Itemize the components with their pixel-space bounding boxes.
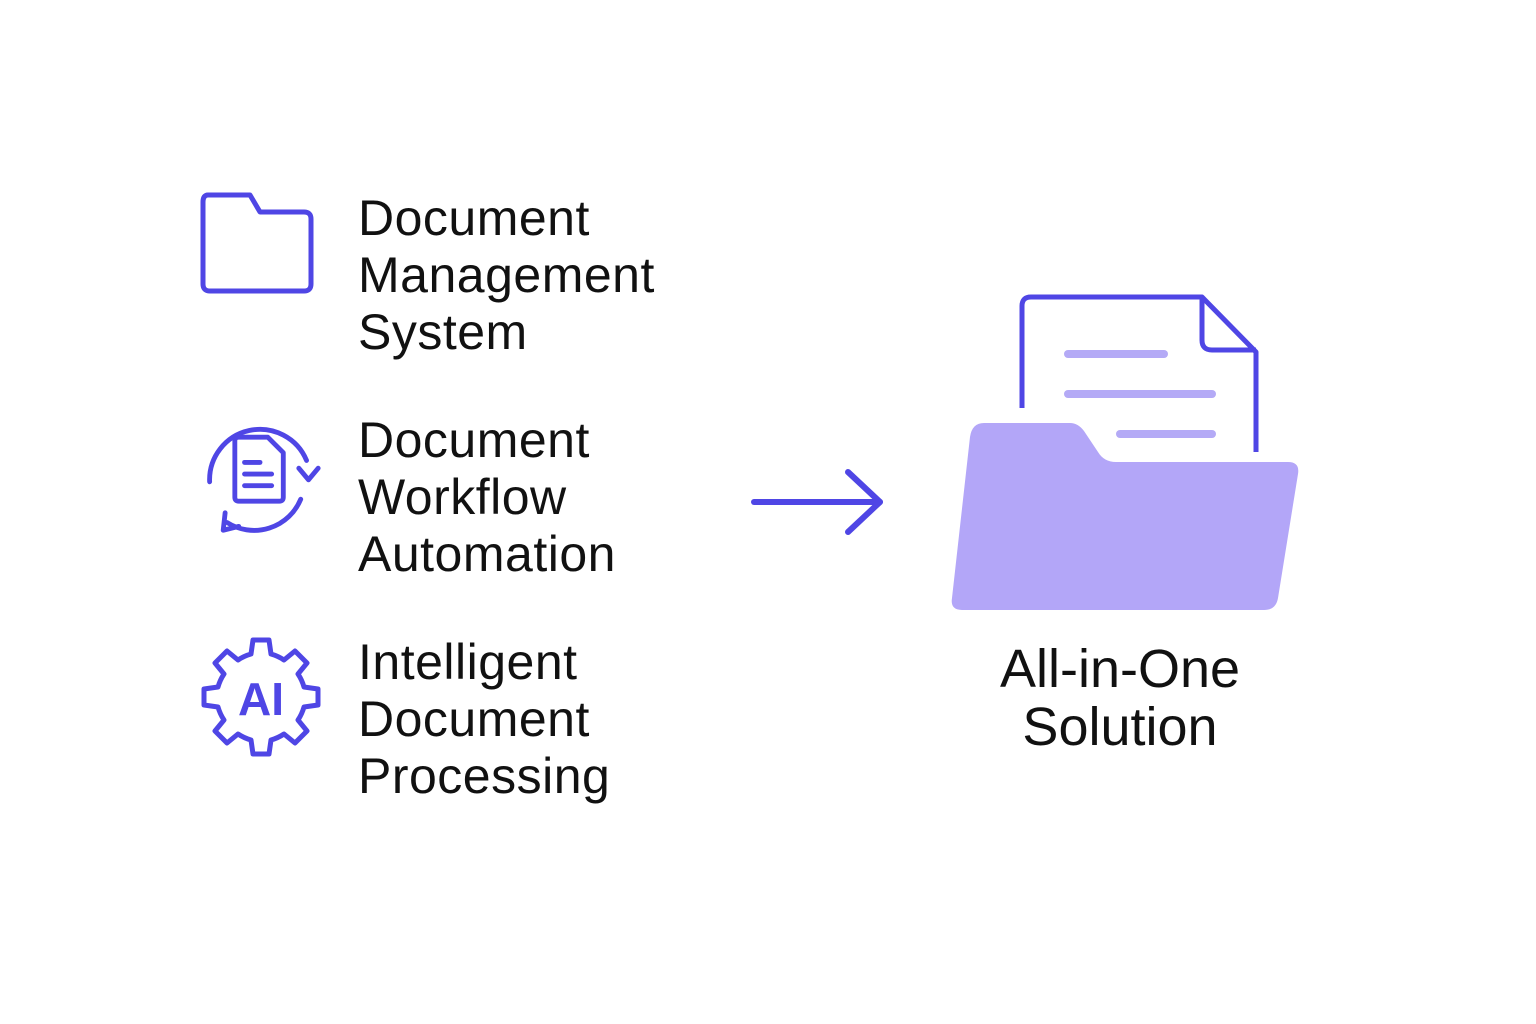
feature-item-workflow-automation: Document Workflow Automation: [198, 412, 738, 587]
result-label: All-in-One Solution: [999, 639, 1241, 757]
feature-label: Document Workflow Automation: [358, 412, 616, 582]
feature-item-intelligent-processing: AI Intelligent Document Processing: [198, 634, 738, 809]
arrow-right-icon: [751, 469, 883, 535]
folder-icon: [200, 192, 314, 294]
ai-label: AI: [238, 673, 284, 725]
feature-label: Document Management System: [358, 190, 655, 360]
document-fold: [1199, 297, 1256, 353]
folder-body: [951, 423, 1299, 610]
folder-with-document-icon: [951, 294, 1299, 610]
ai-gear-icon: AI: [201, 637, 321, 757]
document-sheet: [1019, 294, 1259, 452]
feature-label: Intelligent Document Processing: [358, 634, 611, 804]
document-cycle-icon: [207, 426, 321, 533]
feature-item-document-management: Document Management System: [198, 190, 738, 365]
